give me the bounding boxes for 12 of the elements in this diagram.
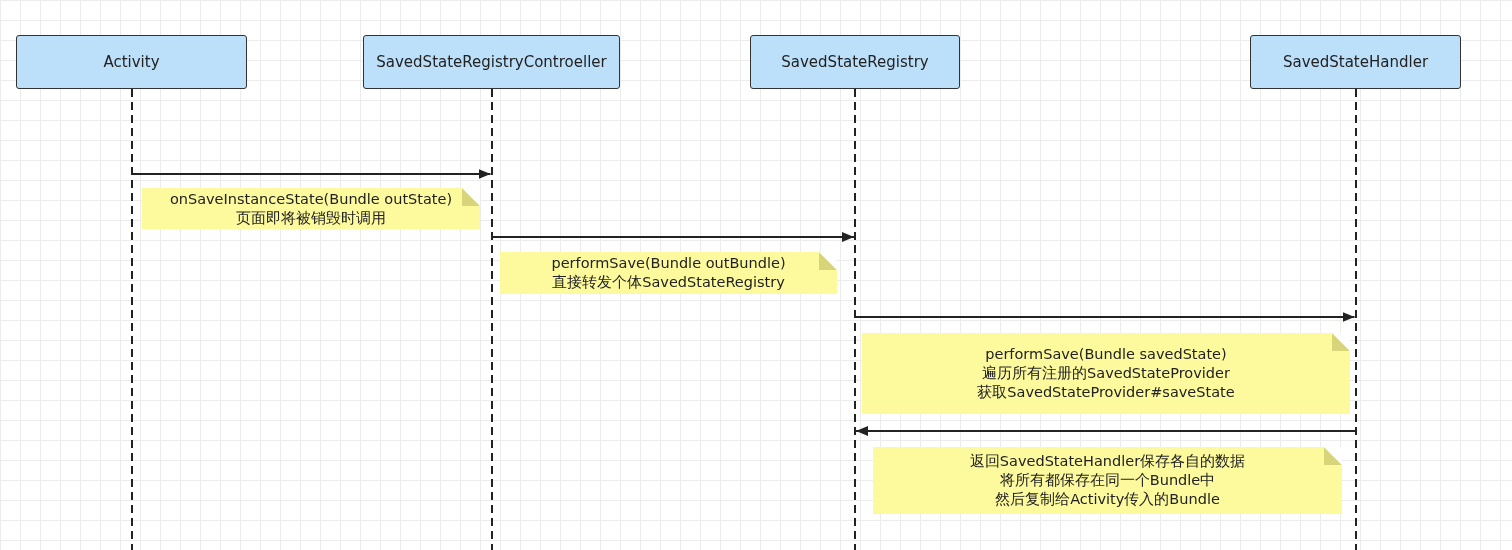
participant-box: Activity <box>16 35 247 89</box>
message-arrow <box>490 232 855 242</box>
participant-box: SavedStateRegistryControeller <box>363 35 620 89</box>
note: performSave(Bundle outBundle) 直接转发个体SavedStateRegistry <box>500 252 837 294</box>
participant-box: SavedStateRegistry <box>750 35 960 89</box>
message-arrow <box>855 426 1357 436</box>
participant-box: SavedStateHandler <box>1250 35 1461 89</box>
note: 返回SavedStateHandler保存各自的数据 将所有都保存在同一个Bundle中 然后复制给Activity传入的Bundle <box>873 447 1342 514</box>
note: performSave(Bundle savedState) 遍历所有注册的SavedStateProvider 获取SavedStateProvider#saveState <box>862 333 1350 414</box>
message-arrow <box>130 169 492 179</box>
message-arrow <box>854 312 1356 322</box>
note: onSaveInstanceState(Bundle outState) 页面即将被销毁时调用 <box>142 188 480 229</box>
